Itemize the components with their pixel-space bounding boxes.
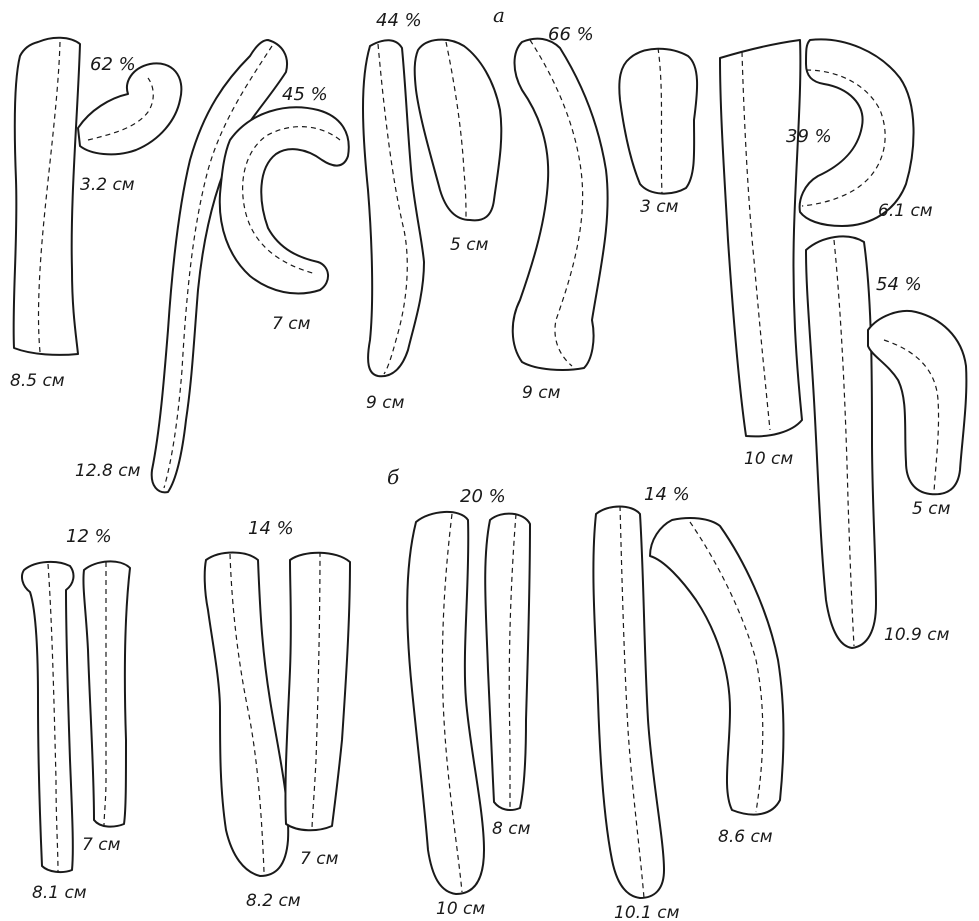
bottom-g2-whole-outline [205,553,289,877]
top-g2-part-length: 7 см [272,314,311,334]
top-g1-percent: 62 % [90,54,136,75]
panel-label-a: a [493,3,505,27]
top-g1-part-length: 3.2 см [80,175,135,195]
bottom-group-3: 20 % 8 см 10 см [407,486,530,919]
top-g4-part-length: 3 см [640,197,679,217]
bottom-group-4: 14 % 8.6 см 10.1 см [593,484,783,921]
top-g6-whole-length: 10.9 см [884,625,950,645]
bottom-group-1: 12 % 7 см 8.1 см [22,526,130,903]
bottom-g1-whole-length: 8.1 см [32,883,87,903]
bottom-g4-whole-outline [593,507,664,899]
bottom-g1-percent: 12 % [66,526,112,547]
bottom-g4-whole-length: 10.1 см [614,903,680,921]
top-g4-percent: 66 % [548,24,594,45]
bottom-g2-whole-length: 8.2 см [246,891,301,911]
top-g3-part-length: 5 см [450,235,489,255]
top-g3-whole-outline [363,40,424,376]
top-group-3: 44 % 5 см 9 см [363,10,501,413]
bottom-g3-whole-outline [407,512,484,894]
top-g3-whole-length: 9 см [366,393,405,413]
panel-label-b: б [387,465,400,489]
bottom-g1-part-length: 7 см [82,835,121,855]
top-g5-part-length: 6.1 см [878,201,933,221]
top-g1-part-outline [78,63,181,154]
bottom-g3-part-length: 8 см [492,819,531,839]
bottom-g3-percent: 20 % [460,486,506,507]
top-g2-whole-length: 12.8 см [75,461,141,481]
bottom-g2-part-length: 7 см [300,849,339,869]
top-g1-whole-length: 8.5 см [10,371,65,391]
top-group-6: 54 % 5 см 10.9 см [806,236,966,648]
bottom-g1-part-outline [83,561,130,826]
top-g5-percent: 39 % [786,126,832,147]
top-g6-percent: 54 % [876,274,922,295]
top-g2-part-outline [220,107,349,293]
top-g3-part-outline [415,40,502,221]
top-g6-part-length: 5 см [912,499,951,519]
bottom-g1-whole-outline [22,562,73,872]
bottom-group-2: 14 % 7 см 8.2 см [205,518,350,911]
top-g5-whole-length: 10 см [744,449,793,469]
top-g2-percent: 45 % [282,84,328,105]
top-group-1: 62 % 3.2 см 8.5 см [10,38,181,391]
bottom-g3-part-outline [485,514,530,810]
bottom-g2-percent: 14 % [248,518,294,539]
top-g3-percent: 44 % [376,10,422,31]
top-g5-whole-outline [720,40,802,436]
bottom-g4-percent: 14 % [644,484,690,505]
bottom-g4-part-length: 8.6 см [718,827,773,847]
top-group-4: 66 % 3 см 9 см [513,24,697,403]
top-g6-part-outline [868,311,966,494]
top-g6-whole-outline [806,236,876,648]
bottom-g3-whole-length: 10 см [436,899,485,919]
bottom-g4-part-outline [650,518,784,815]
top-g4-part-outline [619,49,697,194]
top-g4-whole-length: 9 см [522,383,561,403]
top-g4-whole-outline [513,39,608,370]
